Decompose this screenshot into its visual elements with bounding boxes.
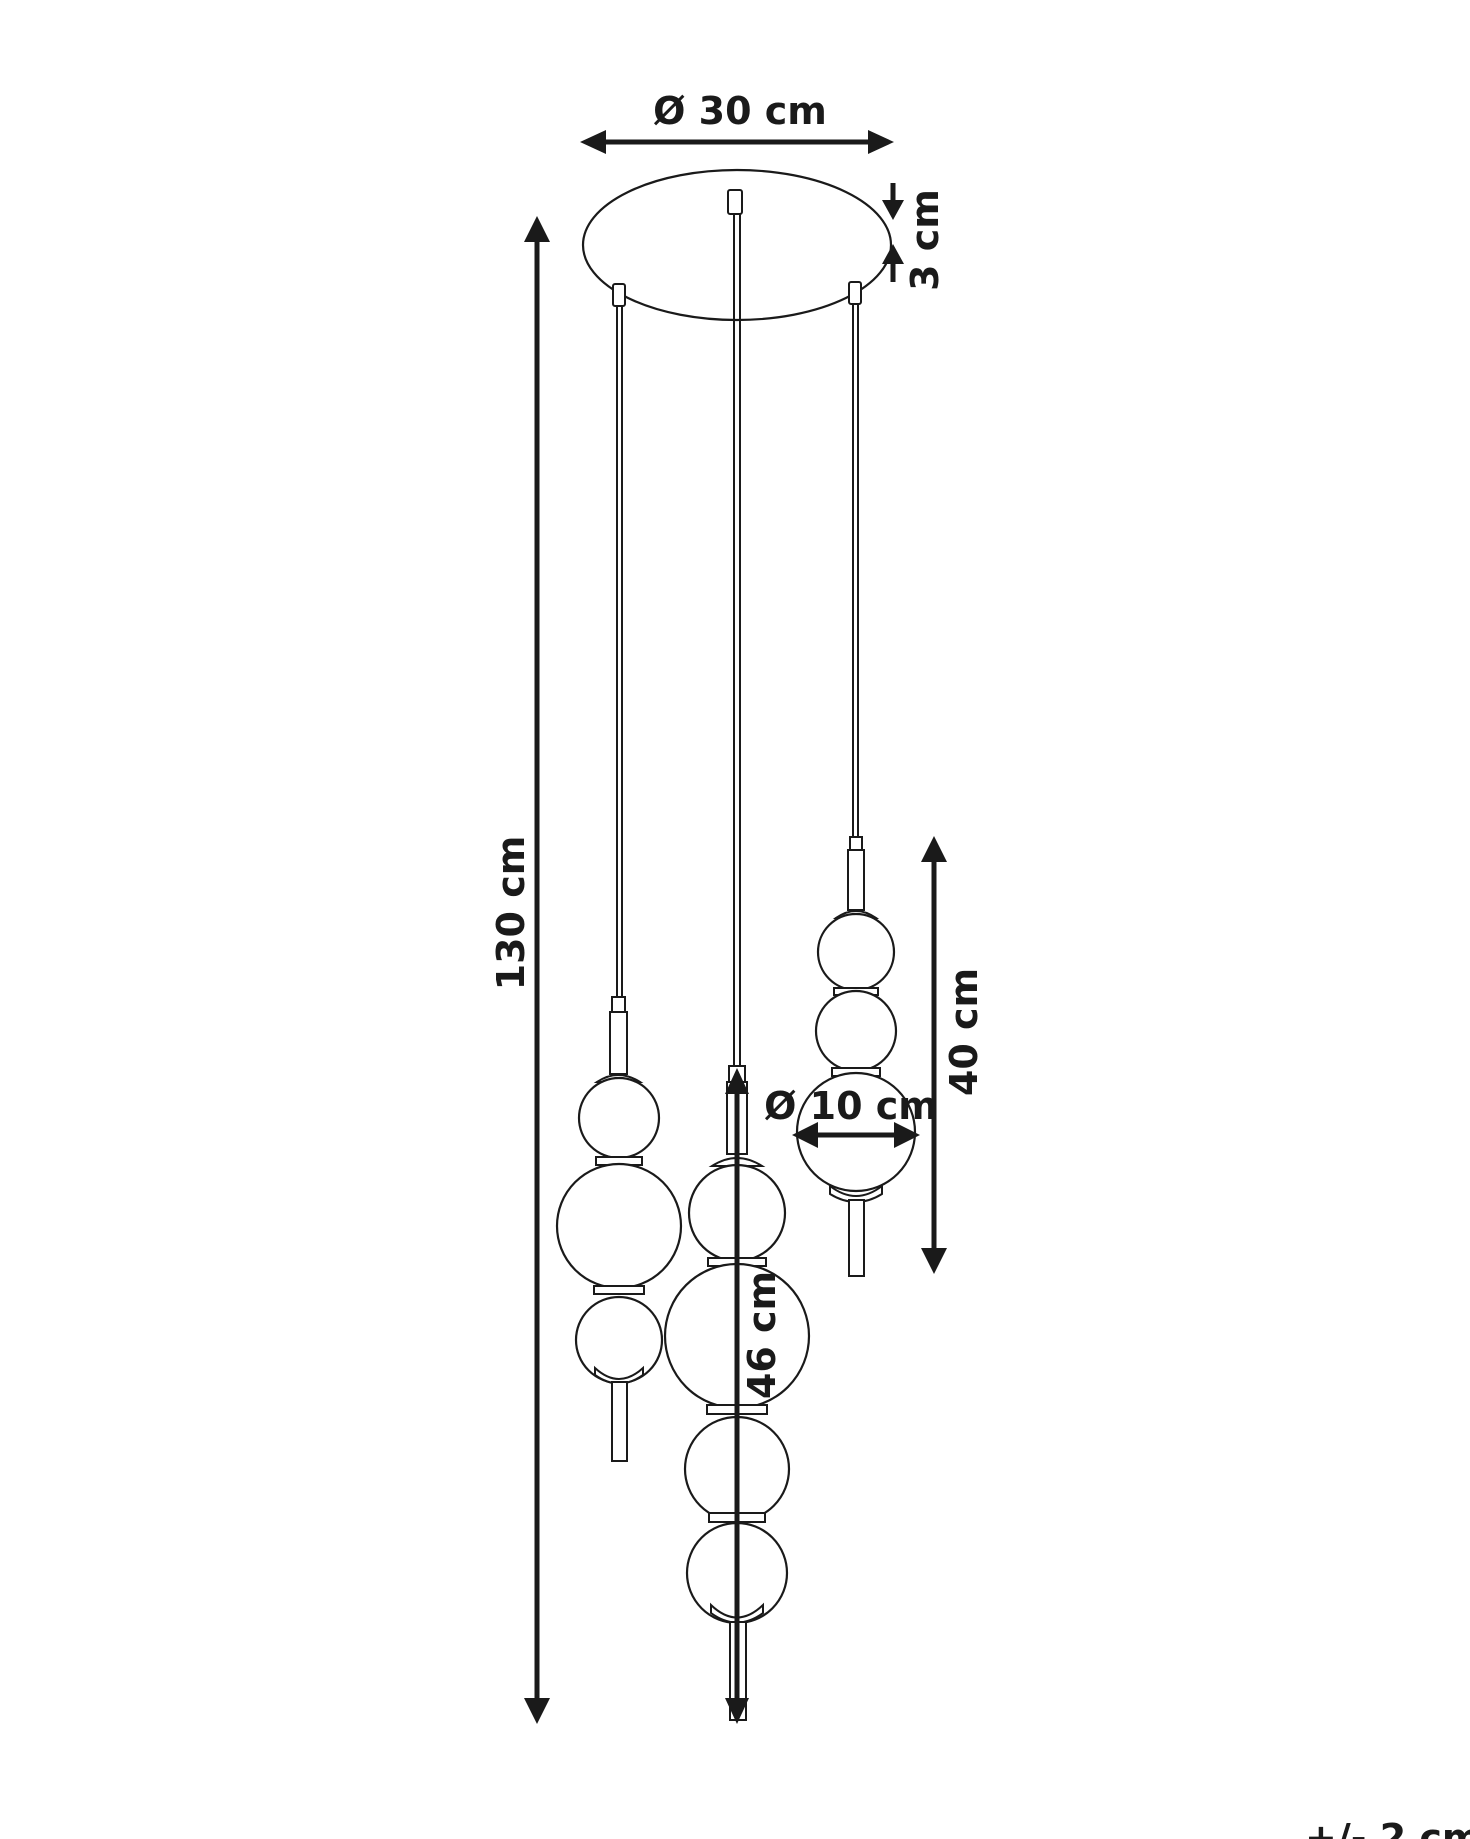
ceiling-canopy <box>581 168 893 322</box>
globe-diameter-arrow <box>792 1122 920 1148</box>
left-pendant <box>555 996 683 1462</box>
overall-height-label: 130 cm <box>489 836 533 991</box>
tolerance-note: +/- 2 cm <box>1305 1816 1470 1839</box>
right-pendant <box>795 836 917 1277</box>
canopy-diameter-label: Ø 30 cm <box>653 89 827 133</box>
overall-height-arrow <box>524 216 550 1724</box>
canopy-height-arrow <box>882 183 904 282</box>
canopy-height-label: 3 cm <box>903 189 947 291</box>
globe-diameter-label: Ø 10 cm <box>764 1084 938 1128</box>
long-pendant-height-arrow <box>725 1068 749 1724</box>
suspension-cables <box>616 214 859 1068</box>
short-pendant-height-label: 40 cm <box>942 968 986 1096</box>
long-pendant-height-label: 46 cm <box>740 1271 784 1399</box>
canopy-diameter-arrow <box>580 130 894 154</box>
short-pendant-height-arrow <box>921 836 947 1274</box>
